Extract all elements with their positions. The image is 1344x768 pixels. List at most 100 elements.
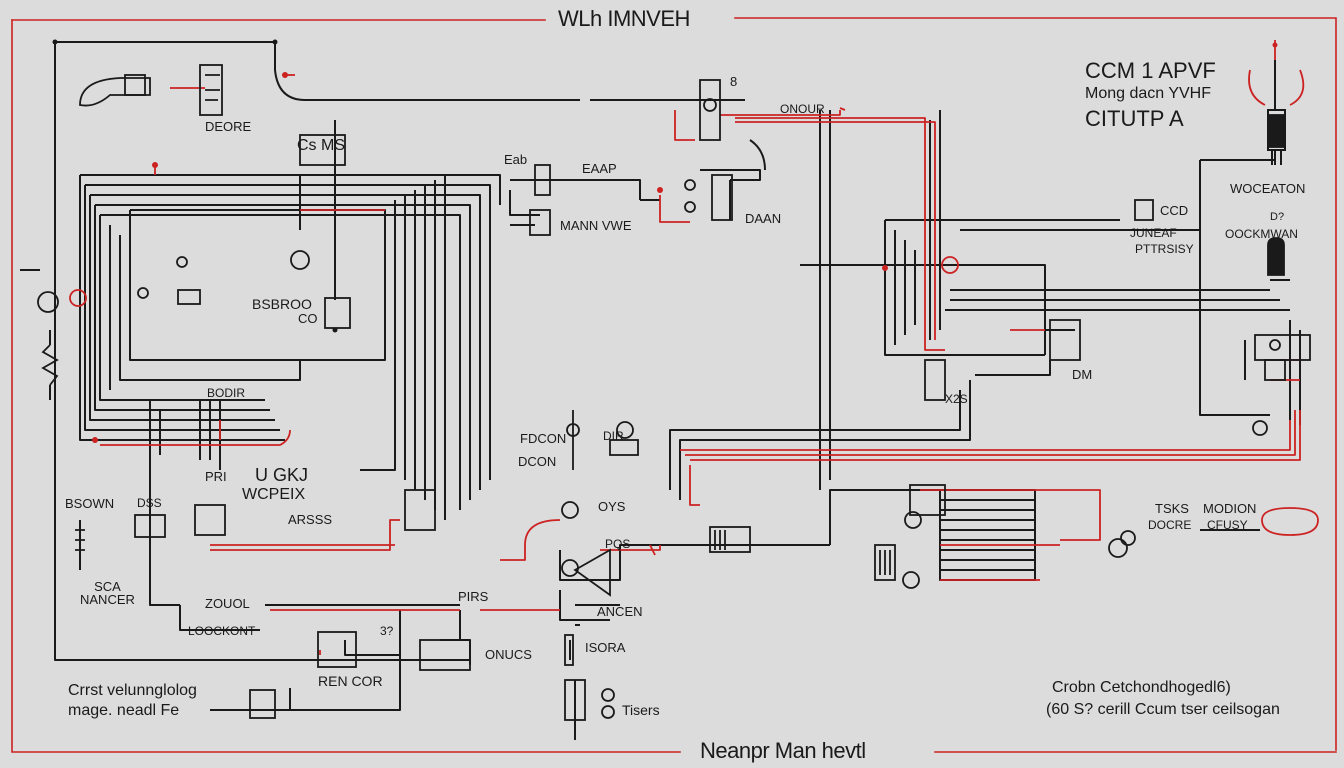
label-pirs: PIRS	[458, 589, 489, 604]
amplifier-triangle	[573, 548, 611, 597]
sensor-oys	[561, 501, 579, 519]
header-line-3: CITUTP A	[1085, 106, 1184, 131]
label-cco: CCD	[1160, 203, 1189, 218]
label-pqs: PQS	[605, 537, 631, 551]
relay-shape	[79, 77, 151, 107]
connector-ren	[317, 631, 357, 668]
label-arsss: ARSSS	[288, 512, 333, 527]
label-zouol: ZOUOL	[205, 596, 250, 611]
diagram-frame	[11, 17, 1337, 753]
label-daan: DAAN	[745, 211, 782, 226]
sensor-oys-b	[561, 559, 579, 577]
label-tsks: TSKS	[1155, 501, 1189, 516]
header-line-2: Mong dacn YVHF	[1085, 85, 1211, 102]
block-dcon	[609, 439, 639, 456]
label-docre: DOCRE	[1148, 518, 1192, 532]
label-crrst: Crrst velunnglolog	[68, 682, 197, 699]
label-u-gkj: U GKJ	[255, 465, 309, 485]
label-dm: DM	[1072, 367, 1093, 382]
sensor-top-center	[703, 98, 717, 112]
sensor-modion-a	[1108, 538, 1128, 558]
sensor-daan-b	[684, 201, 696, 213]
black-wires	[20, 41, 1301, 740]
label-dir: DIR	[603, 429, 624, 443]
diagram-title: WLh IMNVEH	[558, 6, 690, 31]
components	[37, 60, 1319, 721]
sensor-daan-a	[684, 179, 696, 191]
sensor-right-a	[904, 511, 922, 529]
connector-right-a	[404, 489, 436, 531]
sensor-right-b	[902, 571, 920, 589]
sensor-modion-b	[1120, 530, 1136, 546]
block-bsbroo	[324, 297, 351, 329]
label-eaap: EAAP	[582, 161, 617, 176]
sensor-tisers-b	[601, 705, 615, 719]
label-deore: DEORE	[205, 119, 252, 134]
coil-left	[75, 525, 85, 560]
sensor-right-bottom	[1252, 420, 1268, 436]
red-wires	[100, 40, 1305, 655]
label-bottom-right-1: Crobn Cetchondhogedl6)	[1052, 679, 1231, 696]
label-ren-cor: REN COR	[318, 673, 383, 689]
connector-onucs	[419, 639, 471, 671]
header-line-1: CCM 1 APVF	[1085, 58, 1216, 83]
connector-daan	[711, 174, 733, 221]
label-pri: PRI	[205, 469, 227, 484]
label-co: CO	[298, 311, 318, 326]
label-bodir: BODIR	[207, 386, 246, 400]
connector-right-lower	[1254, 334, 1311, 361]
label-woceaton: WOCEATON	[1230, 181, 1306, 196]
sensor-center	[290, 250, 310, 270]
diagram-footer-title: Neanpr Man hevtl	[700, 738, 866, 763]
connector-top-left	[199, 64, 223, 116]
connector-top-center	[699, 79, 721, 141]
resistor-left	[41, 344, 59, 386]
switch-right-stack	[874, 544, 896, 581]
connector-pri	[194, 504, 226, 536]
label-isora: ISORA	[585, 640, 626, 655]
label-eab: Eab	[504, 152, 528, 167]
sensor-right-lower	[1269, 339, 1281, 351]
sensor-left	[37, 291, 59, 313]
label-x2s: X2S	[945, 392, 968, 406]
label-bsown: BSOWN	[65, 496, 115, 511]
oval-fuse	[1261, 507, 1319, 536]
label-wicpeix: WCPEIX	[242, 486, 306, 503]
spark-plug-body	[1267, 114, 1286, 148]
sensor-left-red	[69, 289, 87, 307]
switch-center	[177, 289, 201, 305]
label-dcon: DCON	[518, 454, 557, 469]
label-modion: MODION	[1203, 501, 1257, 516]
label-oys: OYS	[598, 499, 626, 514]
label-mann-vwe: MANN VWE	[560, 218, 632, 233]
connector-pqs	[709, 526, 751, 553]
label-juneaf: JUNEAF	[1130, 226, 1177, 240]
connector-x2s	[924, 359, 946, 401]
connector-cco	[1134, 199, 1154, 221]
connector-right-lower-b	[1264, 359, 1286, 381]
connector-bottom-left	[249, 689, 276, 719]
label-cfusy: CFUSY	[1207, 518, 1248, 532]
connector-eab	[534, 164, 551, 196]
label-b-top: 3?	[380, 624, 394, 638]
connector-mann	[529, 209, 551, 236]
label-sca-nancer: SCA NANCER	[80, 579, 135, 607]
label-pttrsisy: PTTRSISY	[1135, 242, 1194, 256]
label-bsbroo: BSBROO	[252, 296, 312, 312]
label-d2: D?	[1270, 211, 1285, 223]
label-fdcon: FDCON	[520, 431, 567, 446]
connector-dm	[1049, 319, 1081, 361]
connector-isora	[564, 634, 574, 666]
top-border-right	[734, 17, 1337, 751]
ignition-coil	[1267, 237, 1285, 276]
label-onour: ONOUR	[780, 102, 825, 116]
label-ancen: ANCEN	[597, 604, 643, 619]
sensor-right-upper	[941, 256, 959, 274]
connector-bottom-center	[564, 679, 586, 721]
relay-box	[124, 74, 146, 96]
label-mage-nead: mage. neadl Fe	[68, 702, 180, 719]
spark-plug	[1267, 60, 1286, 165]
junction-dots	[52, 39, 1278, 443]
left-border	[11, 19, 681, 753]
